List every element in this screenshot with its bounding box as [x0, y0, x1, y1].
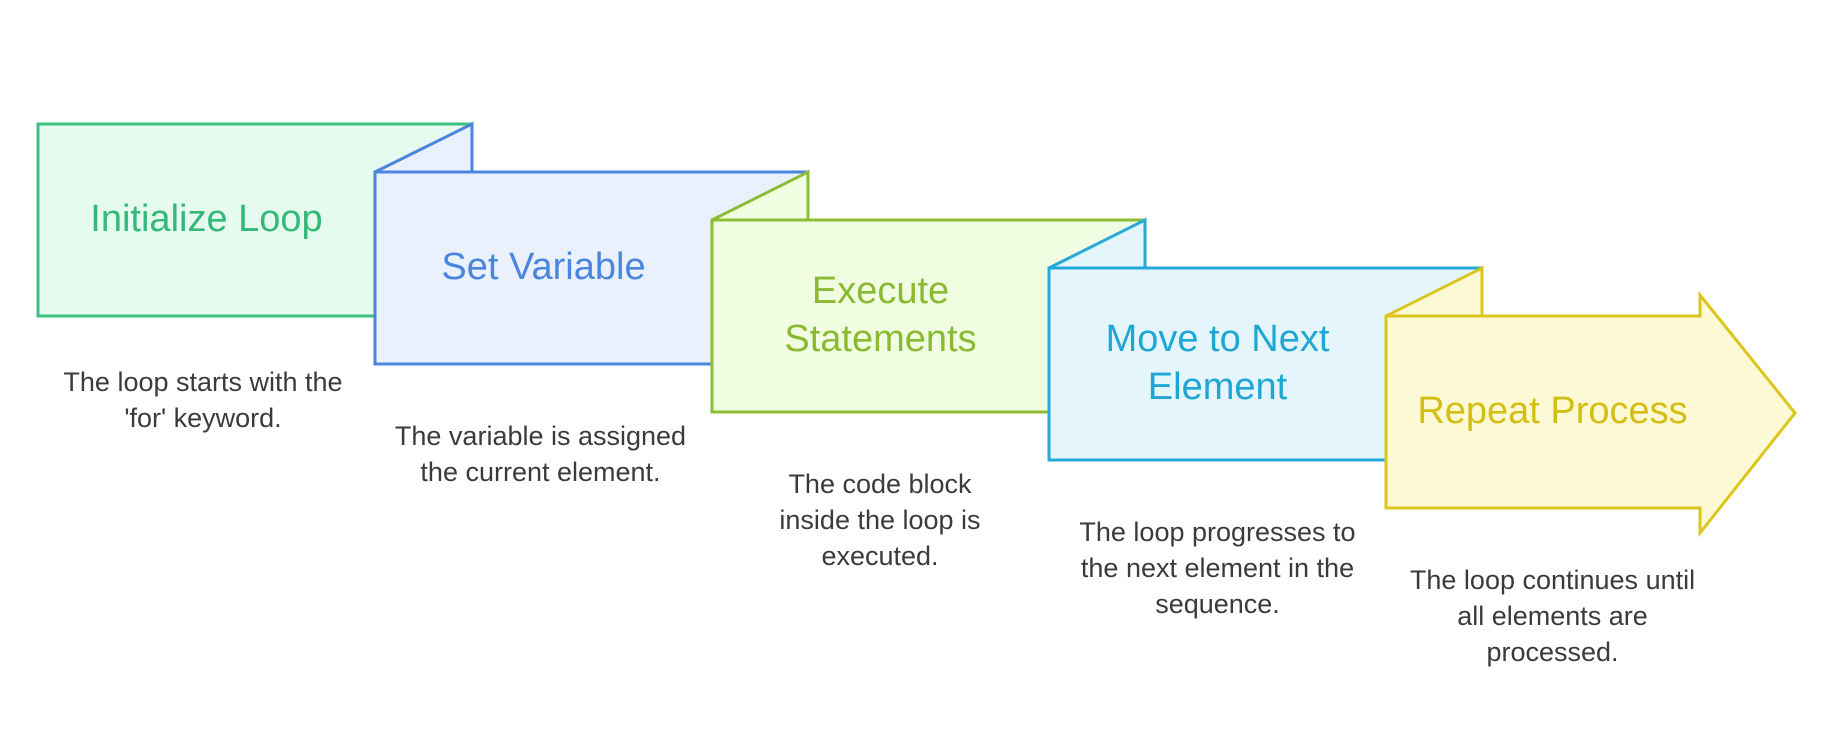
step-4-description: The loop progresses to the next element … — [1079, 517, 1356, 619]
step-2-fold — [374, 121, 474, 174]
step-4-fold — [1048, 217, 1147, 270]
step-2-description: The variable is assigned the current ele… — [394, 421, 687, 487]
step-5-description: The loop continues until all elements ar… — [1409, 565, 1696, 667]
step-1-title: Initialize Loop — [90, 198, 323, 240]
step-4-title: Move to Next Element — [1105, 318, 1330, 408]
step-3-fold — [711, 169, 810, 222]
step-3-description: The code block inside the loop is execut… — [779, 469, 981, 571]
step-5-title: Repeat Process — [1417, 390, 1688, 432]
step-5-fold — [1385, 265, 1484, 318]
step-5-arrow — [1384, 290, 1797, 538]
step-3-title: Execute Statements — [784, 270, 977, 360]
step-2-title: Set Variable — [441, 246, 646, 288]
step-1-description: The loop starts with the 'for' keyword. — [63, 367, 343, 433]
